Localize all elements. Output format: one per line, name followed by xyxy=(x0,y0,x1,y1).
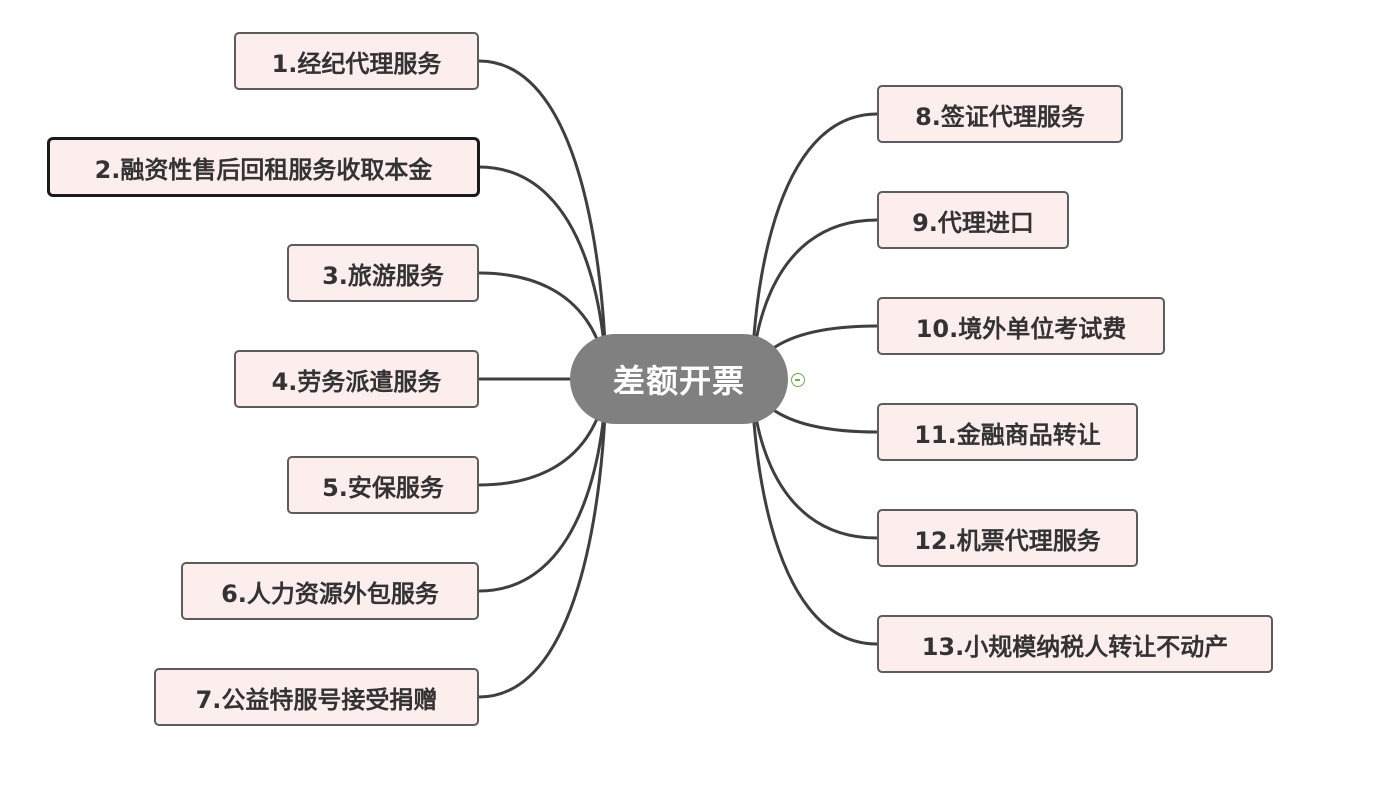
branch-node-left-1[interactable]: 1.经纪代理服务 xyxy=(234,32,479,90)
branch-label: 2.融资性售后回租服务收取本金 xyxy=(94,155,433,184)
branch-label: 8.签证代理服务 xyxy=(915,102,1085,131)
connector-left-7 xyxy=(478,378,608,699)
branch-label: 3.旅游服务 xyxy=(322,261,444,290)
connector-right-13 xyxy=(750,378,878,646)
branch-label: 6.人力资源外包服务 xyxy=(221,579,439,608)
branch-node-right-10[interactable]: 10.境外单位考试费 xyxy=(877,297,1165,355)
branch-node-right-12[interactable]: 12.机票代理服务 xyxy=(877,509,1138,567)
root-label: 差额开票 xyxy=(612,362,745,400)
branch-node-left-6[interactable]: 6.人力资源外包服务 xyxy=(181,562,479,620)
branch-label: 9.代理进口 xyxy=(912,208,1034,237)
branch-label: 5.安保服务 xyxy=(322,473,444,502)
branch-node-right-8[interactable]: 8.签证代理服务 xyxy=(877,85,1123,143)
branch-label: 11.金融商品转让 xyxy=(914,420,1101,449)
branch-label: 10.境外单位考试费 xyxy=(915,314,1127,343)
minus-glyph xyxy=(795,379,800,381)
branch-label: 1.经纪代理服务 xyxy=(271,49,442,78)
branch-node-right-11[interactable]: 11.金融商品转让 xyxy=(877,403,1138,461)
branch-node-left-4[interactable]: 4.劳务派遣服务 xyxy=(234,350,479,408)
branch-label: 13.小规模纳税人转让不动产 xyxy=(921,632,1229,661)
branch-node-right-13[interactable]: 13.小规模纳税人转让不动产 xyxy=(877,615,1273,673)
branch-label: 4.劳务派遣服务 xyxy=(271,367,442,396)
connector-right-8 xyxy=(750,112,878,380)
collapse-minus-icon[interactable] xyxy=(791,373,805,387)
branch-node-left-2[interactable]: 2.融资性售后回租服务收取本金 xyxy=(48,138,479,196)
root-node[interactable]: 差额开票 xyxy=(570,334,788,424)
branch-node-right-9[interactable]: 9.代理进口 xyxy=(877,191,1069,249)
branch-node-left-7[interactable]: 7.公益特服号接受捐赠 xyxy=(154,668,479,726)
connector-left-1 xyxy=(478,59,608,380)
branch-label: 12.机票代理服务 xyxy=(914,526,1101,555)
branch-node-left-3[interactable]: 3.旅游服务 xyxy=(287,244,479,302)
branch-label: 7.公益特服号接受捐赠 xyxy=(195,685,438,714)
branch-node-left-5[interactable]: 5.安保服务 xyxy=(287,456,479,514)
